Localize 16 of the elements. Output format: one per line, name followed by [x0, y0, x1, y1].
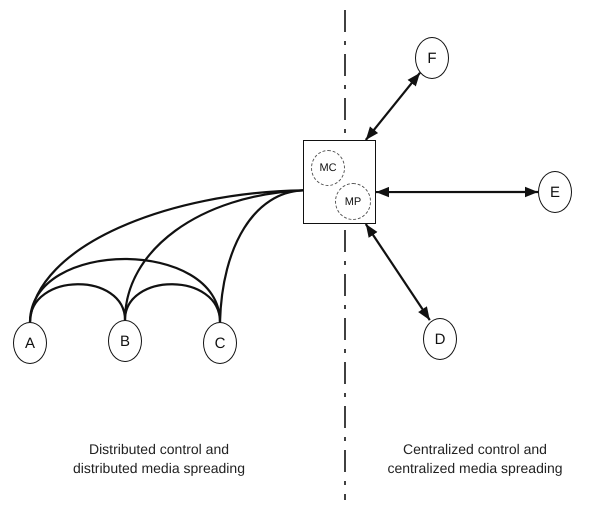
square-box — [303, 140, 376, 224]
node-circle: F — [415, 37, 449, 79]
caption-text: Distributed control and distributed media spreading — [72, 440, 246, 478]
node-circle: A — [13, 322, 47, 364]
dashed-circle: MC — [311, 150, 345, 186]
caption-text: Centralized control and centralized media spreading — [386, 440, 564, 478]
connector-curve — [218, 189, 304, 322]
connector-arrow — [376, 186, 538, 198]
dashed-circle: MP — [335, 183, 371, 220]
node-circle: B — [108, 320, 142, 362]
node-circle: E — [538, 171, 572, 213]
node-circle: C — [203, 322, 237, 364]
connector-curve — [124, 283, 222, 322]
connector-arrow — [364, 223, 431, 321]
node-circle: D — [423, 318, 457, 360]
connector-arrow — [364, 72, 421, 141]
